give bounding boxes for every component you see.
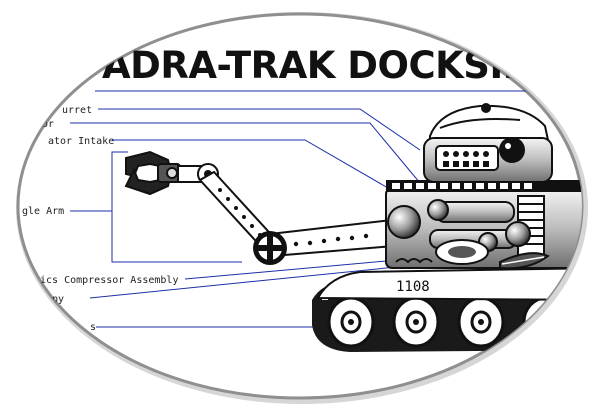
callout-compressor: ics Compressor Assembly [40, 275, 178, 286]
hull-body [385, 180, 582, 270]
crosshair-joint-icon [253, 231, 287, 265]
callout-turret: urret [62, 105, 92, 116]
callout-motor: or [42, 119, 54, 130]
arm-upper-segment [177, 163, 280, 252]
turret [423, 103, 553, 183]
callout-treads: s [90, 322, 96, 333]
callout-intake: ator Intake [48, 136, 114, 147]
unit-number: 1108 [396, 279, 430, 295]
shoulder-ball-joint [387, 205, 421, 239]
claw-gripper-icon [124, 150, 181, 196]
diagram-title: ADRA-TRAK DOCKSIDE LOAD [102, 44, 600, 87]
turret-sensor-eye [499, 137, 525, 163]
tread-assembly: 1108 [312, 266, 582, 352]
callout-arm: gle Arm [22, 206, 64, 217]
